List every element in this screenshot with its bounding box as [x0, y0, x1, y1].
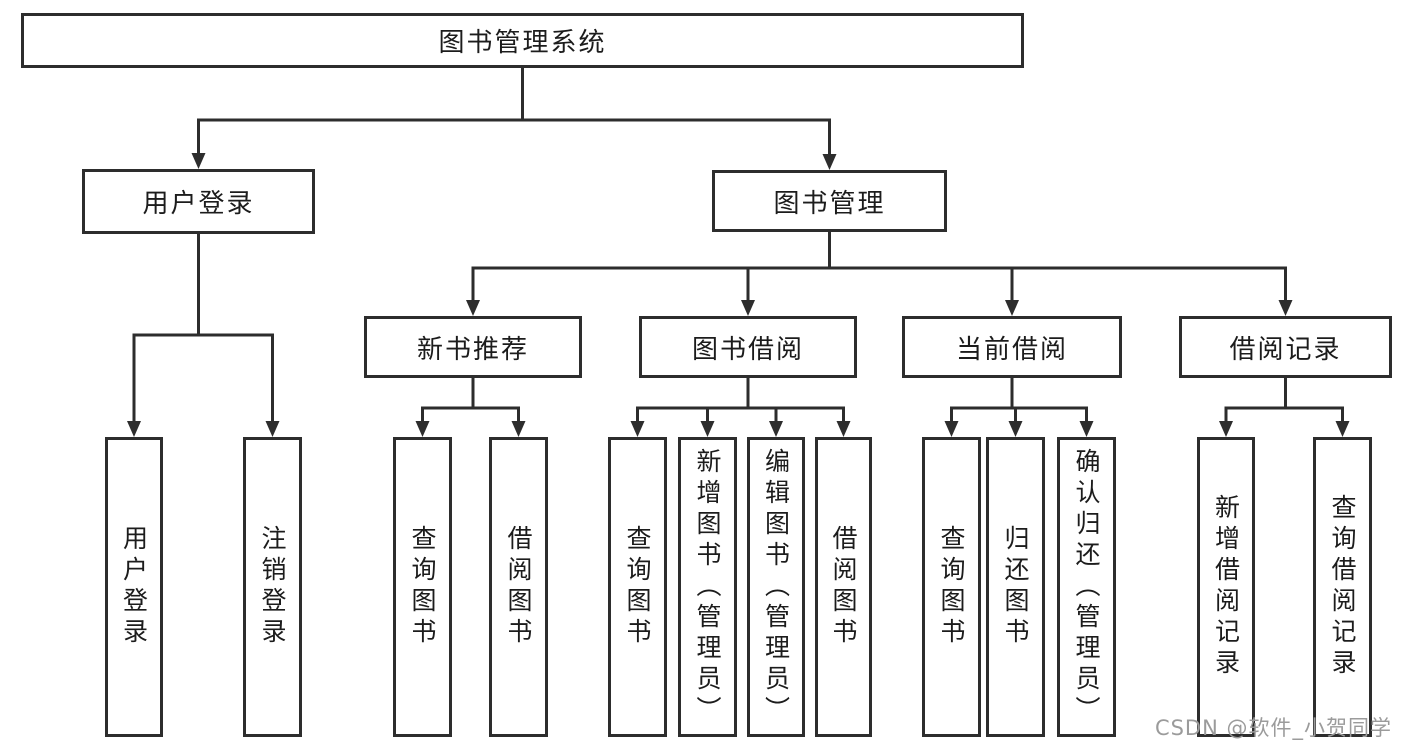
leaf-query-books-current-label: 查询图书 [937, 525, 966, 649]
leaf-query-borrow-record-label: 查询借阅记录 [1328, 494, 1357, 680]
leaf-query-books-borrowing: 查询图书 [608, 437, 667, 737]
leaf-borrow-books-recommend: 借阅图书 [489, 437, 548, 737]
leaf-add-books-admin: 新增图书（管理员） [678, 437, 737, 737]
node-root-label: 图书管理系统 [438, 28, 607, 58]
node-current-borrowing: 当前借阅 [902, 316, 1122, 378]
leaf-add-books-admin-label: 新增图书（管理员） [693, 447, 722, 727]
leaf-query-books-recommend: 查询图书 [393, 437, 452, 737]
leaf-query-borrow-record: 查询借阅记录 [1313, 437, 1372, 737]
leaf-return-books: 归还图书 [986, 437, 1045, 737]
leaf-user-login: 用户登录 [105, 437, 163, 737]
leaf-borrow-books-recommend-label: 借阅图书 [504, 525, 533, 649]
leaf-return-books-label: 归还图书 [1001, 525, 1030, 649]
node-new-book-recommendation-label: 新书推荐 [416, 334, 529, 365]
node-new-book-recommendation: 新书推荐 [364, 316, 582, 378]
node-borrowing-records-label: 借阅记录 [1229, 334, 1342, 365]
leaf-edit-books-admin: 编辑图书（管理员） [747, 437, 805, 737]
node-book-management-label: 图书管理 [773, 188, 886, 219]
leaf-logout: 注销登录 [243, 437, 302, 737]
leaf-query-books-recommend-label: 查询图书 [408, 525, 437, 649]
leaf-add-borrow-record: 新增借阅记录 [1197, 437, 1255, 737]
csdn-watermark: CSDN @软件_小贺同学 [1154, 716, 1392, 740]
leaf-edit-books-admin-label: 编辑图书（管理员） [761, 447, 791, 727]
node-book-borrowing-label: 图书借阅 [691, 334, 804, 365]
leaf-borrow-books-borrowing: 借阅图书 [815, 437, 872, 737]
node-book-borrowing: 图书借阅 [639, 316, 857, 378]
node-current-borrowing-label: 当前借阅 [955, 334, 1068, 365]
leaf-add-borrow-record-label: 新增借阅记录 [1211, 494, 1241, 680]
node-book-management: 图书管理 [712, 170, 947, 232]
leaf-query-books-current: 查询图书 [922, 437, 981, 737]
leaf-confirm-return-admin-label: 确认归还（管理员） [1072, 447, 1101, 727]
leaf-confirm-return-admin: 确认归还（管理员） [1057, 437, 1116, 737]
node-user-login-label: 用户登录 [142, 189, 255, 219]
node-borrowing-records: 借阅记录 [1179, 316, 1392, 378]
node-user-login: 用户登录 [82, 169, 315, 234]
leaf-borrow-books-borrowing-label: 借阅图书 [829, 525, 858, 649]
leaf-query-books-borrowing-label: 查询图书 [623, 525, 652, 649]
leaf-logout-label: 注销登录 [258, 525, 287, 649]
leaf-user-login-label: 用户登录 [119, 525, 149, 649]
node-root: 图书管理系统 [21, 13, 1024, 68]
